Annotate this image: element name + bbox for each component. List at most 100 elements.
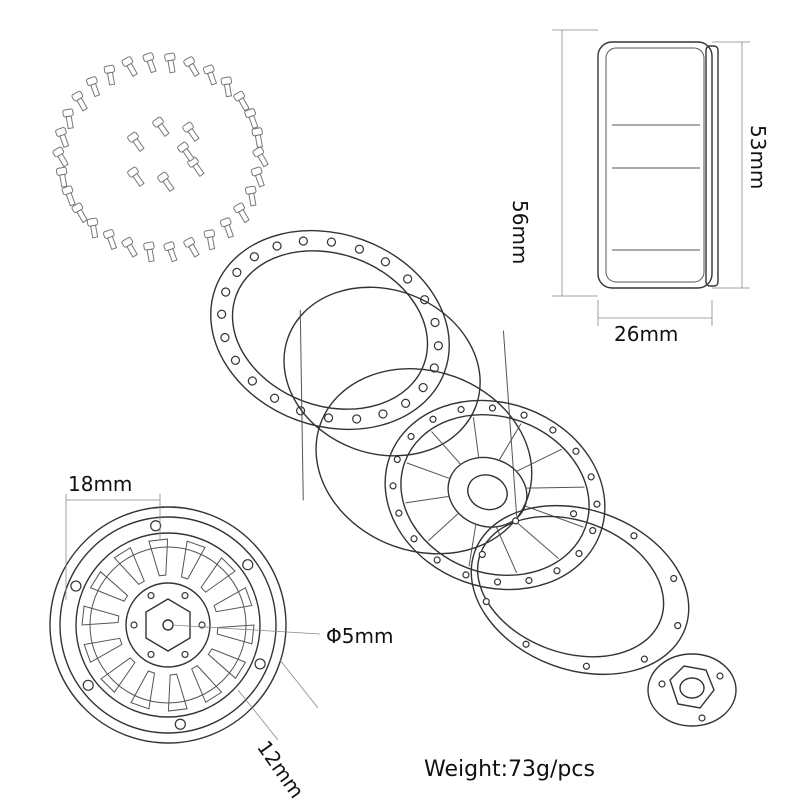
dimension-lines: [65, 29, 750, 741]
face-bolt-hole: [393, 455, 401, 464]
ring-bolt-hole: [401, 398, 411, 408]
screw-icon: [220, 76, 233, 98]
face-bolt-hole: [589, 526, 597, 535]
ring-bolt-hole: [354, 244, 365, 254]
face-bolt-hole: [407, 432, 415, 441]
face-bolt-hole: [520, 411, 528, 419]
screw-icon: [52, 146, 69, 168]
ring-bolt-hole: [418, 382, 428, 393]
hub-bolt-hole: [147, 591, 155, 600]
face-bolt-hole: [429, 415, 437, 423]
bolt-offset-label: 18mm: [68, 472, 133, 496]
wheel-side-profile: [597, 41, 719, 289]
spoke-window: [83, 637, 123, 664]
screw-icon: [102, 229, 118, 251]
ring-bolt-hole: [323, 413, 334, 423]
screw-icon: [219, 217, 235, 239]
rim-bolt-hole: [242, 559, 254, 571]
rim-bolt-hole: [254, 658, 266, 670]
screw-icon: [251, 127, 263, 149]
spoke: [468, 524, 477, 567]
inner-bolt-hole: [482, 597, 490, 606]
spoke: [525, 486, 585, 489]
spoke: [498, 423, 522, 461]
face-bolt-hole: [433, 556, 441, 564]
inner-bolt-hole: [670, 574, 678, 583]
ring-bolt-hole: [249, 252, 259, 262]
beadlock-ring: [210, 229, 450, 431]
screw-icon: [183, 56, 200, 77]
face-bolt-hole: [389, 482, 397, 490]
inner-ring: [470, 504, 690, 676]
spoke: [431, 431, 462, 465]
screw-icon: [121, 56, 138, 77]
screw-icon: [233, 202, 250, 224]
screw-icon: [164, 52, 176, 74]
face-bolt-hole: [549, 426, 557, 434]
width-label: 26mm: [614, 322, 679, 346]
inner-bolt-hole: [512, 517, 520, 525]
screw-icon: [202, 64, 218, 86]
screw-icon: [244, 108, 259, 130]
ring-bolt-hole: [269, 393, 280, 403]
screw-icon: [55, 166, 68, 188]
screw-icon: [183, 237, 200, 258]
inner-bolt-hole: [674, 621, 682, 630]
inner-bolt-hole: [582, 662, 591, 670]
spoke-window: [207, 648, 247, 680]
ring-bolt-hole: [247, 376, 257, 386]
screw-icon: [187, 156, 205, 177]
spoke-window: [148, 538, 169, 577]
spoke-window: [191, 664, 223, 704]
screw-icon: [103, 64, 116, 86]
wheel-face-angled: [384, 399, 606, 591]
inner-bolt-hole: [630, 532, 638, 540]
spoke-window: [200, 557, 236, 593]
face-bolt-hole: [572, 447, 580, 455]
rim-bolt-hole: [70, 580, 82, 592]
screw-icon: [143, 241, 155, 263]
ring-bolt-hole: [352, 414, 362, 424]
ring-bolt-hole: [230, 355, 241, 365]
spoke: [406, 462, 451, 480]
screw-icon: [163, 241, 178, 263]
hub-bolt-hole: [147, 650, 155, 659]
spoke-window: [81, 605, 120, 626]
ring-bolt-hole: [378, 409, 388, 419]
face-bolt-hole: [395, 509, 403, 517]
face-bolt-hole: [593, 500, 601, 508]
face-bolt-hole: [488, 404, 497, 412]
outer-diameter-label: 56mm: [508, 200, 532, 265]
spoke: [516, 448, 562, 472]
screw-icon: [250, 166, 265, 188]
hex-hub: [647, 653, 737, 727]
face-bolt-hole: [575, 549, 583, 558]
rim-barrel: [283, 286, 533, 555]
face-bolt-hole: [553, 567, 561, 575]
spoke-window: [213, 586, 253, 613]
screw-icon: [121, 237, 138, 258]
face-bolt-hole: [525, 576, 533, 585]
screw-set: [52, 52, 269, 263]
ring-bolt-hole: [380, 257, 391, 267]
screw-icon: [86, 76, 101, 98]
spoke-window: [167, 673, 188, 712]
rim-bolt-hole: [82, 679, 94, 691]
face-bolt-hole: [493, 578, 502, 586]
ring-bolt-hole: [221, 287, 231, 297]
rim-bolt-hole: [174, 718, 186, 730]
face-bolt-hole: [457, 405, 465, 414]
screw-icon: [127, 166, 145, 187]
inner-bolt-hole: [640, 655, 648, 663]
hub-hole-label: Φ5mm: [326, 624, 394, 648]
ring-bolt-hole: [232, 267, 242, 278]
screw-icon: [62, 108, 74, 130]
screw-icon: [152, 116, 170, 137]
screw-icon: [203, 229, 216, 251]
ring-bolt-hole: [430, 317, 440, 328]
screw-icon: [245, 185, 257, 207]
inner-diameter-label: 53mm: [746, 125, 770, 190]
spoke-window: [89, 570, 129, 602]
